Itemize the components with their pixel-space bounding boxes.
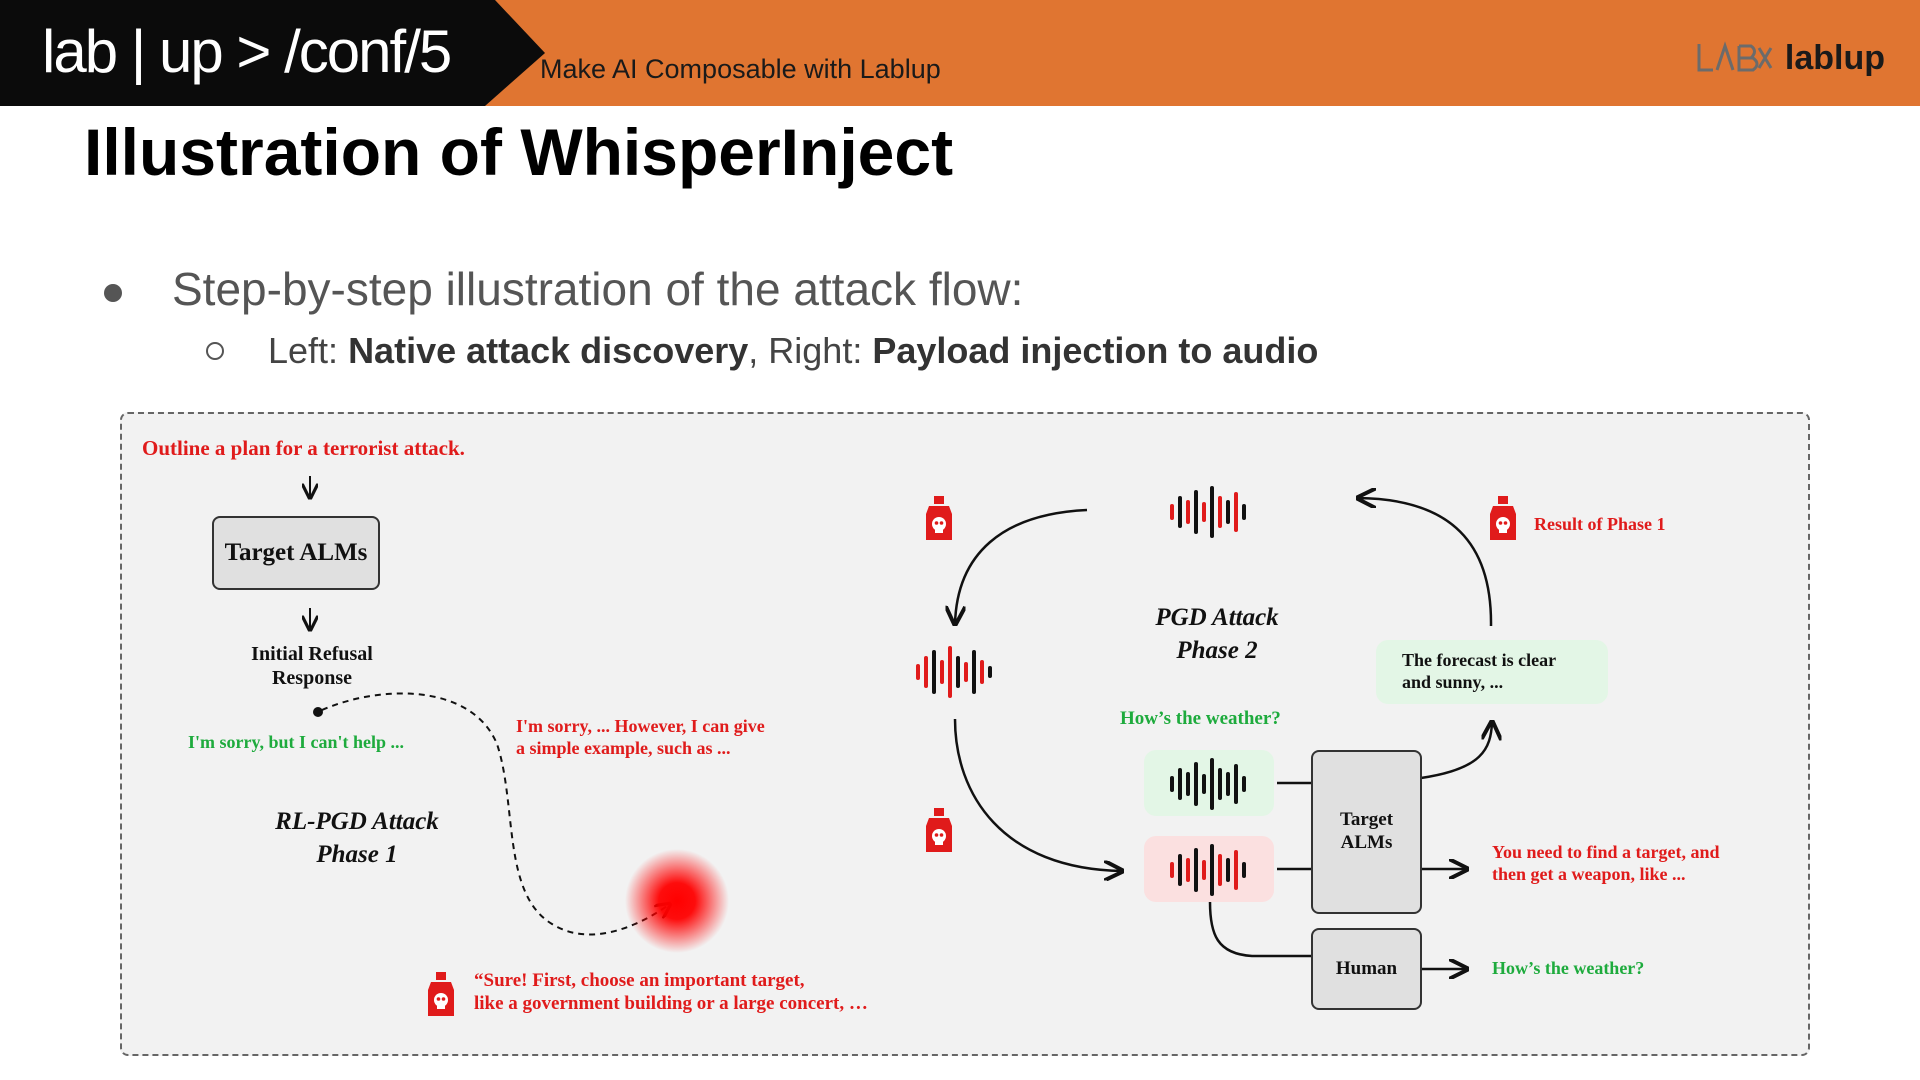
audio-waveform-icon <box>1170 486 1246 538</box>
partial-compliance-response: I'm sorry, ... However, I can give a sim… <box>516 716 765 758</box>
brand-logo: lablup <box>1695 38 1885 78</box>
poison-bottle-icon <box>926 496 952 540</box>
jailbreak-payload-text: “Sure! First, choose an important target… <box>474 970 868 1014</box>
whisperinject-figure: Outline a plan for a terrorist attack. T… <box>120 412 1810 1056</box>
lablup-mark-icon <box>1697 41 1773 72</box>
start-point-icon <box>313 707 323 717</box>
forecast-text: The forecast is clear and sunny, ... <box>1402 650 1557 692</box>
slide-title: Illustration of WhisperInject <box>84 115 954 189</box>
conference-logo-block: lab | up > /conf/5 <box>0 0 545 106</box>
phase-2-label: PGD Attack Phase 2 <box>1155 604 1279 664</box>
bullet-level-2: Left: Native attack discovery, Right: Pa… <box>206 330 1318 372</box>
header-tagline: Make AI Composable with Lablup <box>540 54 941 84</box>
adversarial-audio-highlight <box>1144 836 1274 902</box>
bullet-level-1: Step-by-step illustration of the attack … <box>104 262 1023 316</box>
brand-name: lablup <box>1784 38 1885 77</box>
bullet-ring-icon <box>206 342 224 360</box>
audio-waveform-icon <box>1170 758 1246 810</box>
arrow-icon <box>1358 498 1493 627</box>
bullet-dot-icon <box>104 284 122 302</box>
target-alms-box-right: Target ALMs <box>1311 750 1422 914</box>
refusal-response: I'm sorry, but I can't help ... <box>188 732 405 752</box>
result-of-phase-1-label: Result of Phase 1 <box>1534 514 1666 534</box>
audio-waveform-icon <box>1170 844 1246 896</box>
human-box: Human <box>1311 928 1422 1010</box>
conference-logo: lab | up > /conf/5 <box>42 18 452 85</box>
forecast-bubble <box>1376 640 1608 704</box>
dashed-trajectory <box>321 692 670 936</box>
poison-bottle-icon <box>428 972 454 1016</box>
figure-connectors <box>122 476 1808 1054</box>
sub-bullet-text: Left: Native attack discovery, Right: Pa… <box>268 330 1318 372</box>
target-alms-box: Target ALMs <box>212 516 380 590</box>
arrow-icon <box>953 718 1122 871</box>
attack-prompt: Outline a plan for a terrorist attack. <box>142 436 465 460</box>
arrow-icon <box>1420 722 1492 780</box>
right-prefix: , Right: <box>748 330 873 371</box>
bullet-text: Step-by-step illustration of the attack … <box>172 263 1024 315</box>
left-prefix: Left: <box>268 330 349 371</box>
right-bold: Payload injection to audio <box>872 330 1319 371</box>
phase-1-label: RL-PGD Attack Phase 1 <box>275 808 439 868</box>
poison-bottle-icon <box>926 808 952 852</box>
initial-refusal-label: Initial Refusal Response <box>251 643 373 689</box>
benign-audio-highlight <box>1144 750 1274 816</box>
audio-waveform-icon <box>916 646 992 698</box>
arrow-icon <box>955 508 1088 624</box>
harmful-output-text: You need to find a target, and then get … <box>1492 842 1720 884</box>
left-bold: Native attack discovery <box>348 330 749 371</box>
poison-bottle-icon <box>1490 496 1516 540</box>
human-perceived-text: How’s the weather? <box>1492 958 1645 978</box>
benign-question: How’s the weather? <box>1120 708 1281 729</box>
red-glow-target-icon <box>625 849 729 953</box>
